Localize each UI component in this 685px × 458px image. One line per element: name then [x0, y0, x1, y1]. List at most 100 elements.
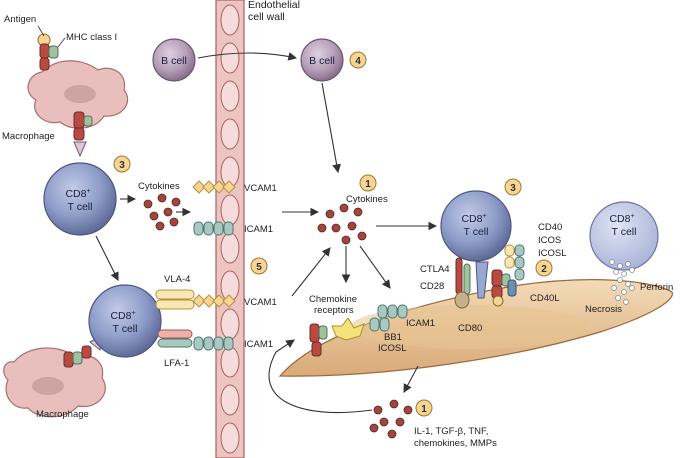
- badge-1-center: 1: [359, 174, 377, 192]
- endothelial-cell: [220, 422, 240, 454]
- cd8-t-cell-bottom-left: [88, 284, 162, 358]
- perforin-granule: [621, 289, 627, 295]
- perforin-granule: [625, 261, 631, 267]
- mhc-class-i-top: [37, 33, 59, 71]
- endothelial-wall: [215, 0, 245, 458]
- cytokine-dot: [163, 207, 173, 217]
- endothelial-cell: [220, 384, 240, 416]
- mhc-label: MHC class I: [66, 32, 117, 43]
- arrow-loop-back: [268, 339, 373, 414]
- cd80-label: CD80: [458, 323, 482, 334]
- endothelial-label-2: cell wall: [248, 11, 285, 23]
- endothelial-cell: [220, 194, 240, 226]
- endothelial-cell: [220, 232, 240, 264]
- cytokine-cluster-bottom: [369, 399, 413, 439]
- target-nucleus: [350, 305, 590, 349]
- tcr-synapse-top: [73, 111, 93, 158]
- svg-text:CD8+: CD8+: [461, 213, 486, 225]
- arrow-up-to-cyto: [291, 247, 331, 297]
- perforin-label: Perforin: [640, 282, 673, 293]
- endothelial-cell: [220, 42, 240, 74]
- cd8-t-cell-top-left: [43, 162, 117, 236]
- chemokine-receptors-label-1: Chemokine: [309, 294, 357, 305]
- ctla4-label: CTLA4: [420, 264, 450, 275]
- vla4-label: VLA-4: [164, 274, 190, 285]
- cytokine-dot: [317, 223, 327, 233]
- perforin-granule: [623, 299, 629, 305]
- cytokine-dot: [395, 417, 405, 427]
- cytokine-dot: [331, 223, 341, 233]
- badge-1-bottom: 1: [415, 399, 433, 417]
- icam1-top-molecule: [193, 221, 234, 236]
- cytokine-dot: [155, 221, 165, 231]
- perforin-granule: [617, 263, 623, 269]
- macrophage-bottom: [3, 347, 106, 418]
- cytokine-dot: [379, 417, 389, 427]
- cytokine-dot: [373, 405, 383, 415]
- vcam1-top-molecule: [192, 180, 236, 194]
- b-cell-right: [300, 38, 344, 82]
- cytokine-cluster-left: [143, 193, 181, 231]
- icosl-upper-label: ICOSL: [538, 248, 567, 259]
- svg-text:1: 1: [421, 404, 427, 415]
- svg-text:1: 1: [365, 179, 371, 190]
- icam1-target-label: ICAM1: [406, 318, 435, 329]
- cytokine-dot: [369, 423, 379, 433]
- b-cell-right-label: B cell: [309, 55, 335, 67]
- icam1-bottom-molecule: [193, 336, 234, 351]
- endothelial-cell: [220, 118, 240, 150]
- b-cell-left-label: B cell: [161, 55, 187, 67]
- cd40l-label: CD40L: [530, 293, 560, 304]
- cytokine-cluster-center: [317, 203, 367, 245]
- bb1-label: BB1: [384, 332, 402, 343]
- vcam1-top-label: VCAM1: [244, 183, 277, 194]
- cytokine-dot: [387, 429, 397, 439]
- svg-text:5: 5: [256, 262, 262, 273]
- cd8-t-cell-center: [440, 190, 512, 262]
- chemokine-receptors-label-2: receptors: [314, 305, 354, 316]
- endothelial-cell: [220, 346, 240, 378]
- cd8-t-cell-right: [589, 201, 659, 271]
- svg-text:T cell: T cell: [612, 226, 637, 238]
- endothelial-cell: [220, 308, 240, 340]
- perforin-granule: [615, 295, 621, 301]
- cytokine-dot: [149, 211, 159, 221]
- cytokines-center-label: Cytokines: [346, 194, 388, 205]
- cytokine-dot: [325, 209, 335, 219]
- perforin-granule: [629, 267, 635, 273]
- svg-text:3: 3: [119, 160, 125, 171]
- cytokine-dot: [169, 217, 179, 227]
- perforin-granule: [621, 271, 627, 277]
- cytokine-dot: [143, 199, 153, 209]
- endothelial-cell: [220, 4, 240, 36]
- cytokine-dot: [403, 405, 413, 415]
- svg-text:CD8+: CD8+: [65, 188, 90, 200]
- cd40-label: CD40: [538, 222, 562, 233]
- icosl-lower-label: ICOSL: [378, 343, 407, 354]
- cytokine-dot: [157, 193, 167, 203]
- perforin-granule: [625, 281, 631, 287]
- vla4-molecule: [155, 289, 195, 310]
- vcam1-bottom-molecule: [192, 294, 236, 308]
- chemokine-receptor-star: [331, 317, 365, 341]
- badge-4: 4: [349, 51, 367, 69]
- lfa1-label: LFA-1: [164, 358, 189, 369]
- perforin-granules: [609, 259, 635, 305]
- cytokine-dot: [357, 231, 367, 241]
- arrow-target-out: [403, 365, 419, 393]
- endothelial-label-1: Endothelial: [248, 0, 300, 11]
- cd80-molecule: [475, 261, 489, 299]
- perforin-granule: [613, 269, 619, 275]
- arrow-bcell: [197, 52, 298, 61]
- arrow-tcell-down: [95, 235, 119, 281]
- cytokine-dot: [341, 235, 351, 245]
- outputs-label-2: chemokines, MMPs: [414, 438, 497, 449]
- macrophage-bottom-label: Macrophage: [36, 409, 89, 420]
- macrophage-top-label: Macrophage: [2, 131, 55, 142]
- svg-text:T cell: T cell: [464, 226, 489, 238]
- svg-text:3: 3: [510, 183, 516, 194]
- ctla4-cd28-molecules: [454, 257, 471, 309]
- cytokine-dot: [171, 197, 181, 207]
- badge-3-left: 3: [113, 155, 131, 173]
